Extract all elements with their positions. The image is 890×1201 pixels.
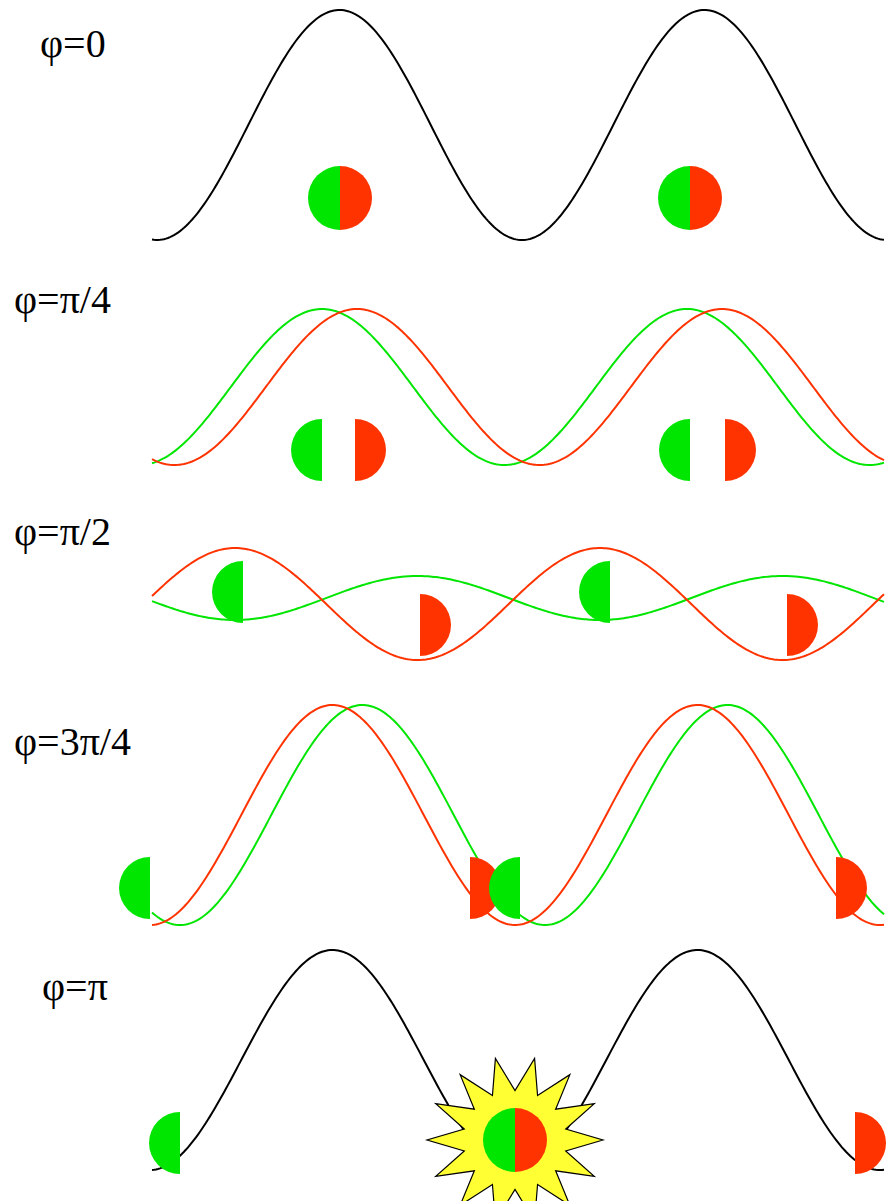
phase-label: φ=3π/4	[12, 720, 133, 764]
half-ball	[836, 857, 867, 919]
half-ball	[855, 1112, 886, 1174]
half-ball	[725, 419, 756, 481]
half-ball	[787, 594, 818, 656]
phase-label: φ=π	[40, 965, 110, 1009]
phase-label: φ=π/4	[12, 278, 113, 322]
potential-curve	[152, 10, 884, 240]
half-ball	[579, 561, 610, 623]
red-potential	[152, 548, 884, 660]
collision-burst	[427, 1058, 603, 1201]
phase-label: φ=π/2	[12, 510, 113, 554]
red-potential	[152, 309, 884, 465]
half-ball	[690, 166, 722, 230]
half-ball	[658, 166, 690, 230]
green-potential	[152, 705, 884, 925]
green-potential	[152, 309, 884, 465]
red-potential	[152, 705, 884, 925]
half-ball	[420, 594, 451, 656]
half-ball	[483, 1108, 515, 1172]
half-ball	[340, 166, 372, 230]
half-ball	[212, 561, 243, 623]
half-ball	[291, 419, 322, 481]
half-ball	[149, 1112, 180, 1174]
half-ball	[659, 419, 690, 481]
half-ball	[515, 1108, 547, 1172]
half-ball	[308, 166, 340, 230]
green-potential	[152, 576, 884, 620]
phase-label: φ=0	[38, 22, 108, 66]
half-ball	[489, 857, 520, 919]
half-ball	[355, 419, 386, 481]
half-ball	[119, 857, 150, 919]
